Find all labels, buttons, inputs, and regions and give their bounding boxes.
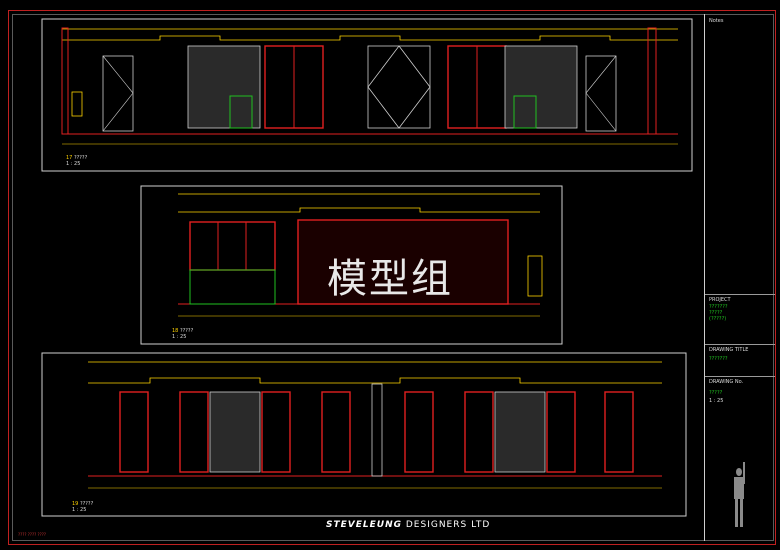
view-label-19: 19 ????? 1 : 25 <box>72 501 94 513</box>
inner-border <box>12 14 774 541</box>
view-label-18: 18 ????? 1 : 25 <box>172 328 194 340</box>
project-label: PROJECT <box>709 297 731 303</box>
drawing-scale: 1 : 25 <box>709 398 724 404</box>
elevation-18 <box>140 185 563 345</box>
project-line-1: ??????? <box>709 304 728 310</box>
sheet-border <box>8 10 776 545</box>
elevation-19 <box>41 352 687 517</box>
elevation-17 <box>41 18 693 172</box>
project-line-3: (?????) <box>709 316 727 322</box>
drawing-no-label: DRAWING No. <box>709 379 744 385</box>
drawing-title-label: DRAWING TITLE <box>709 347 749 353</box>
project-line-2: ????? <box>709 310 723 316</box>
title-block: Notes PROJECT ??????? ????? (?????) DRAW… <box>704 14 775 541</box>
footer-brand: STEVELEUNG DESIGNERS LTD <box>326 520 491 530</box>
drawing-title: ??????? <box>709 356 728 362</box>
watermark-text: 模型组 <box>327 256 453 302</box>
footnote: ???? ???? ???? <box>18 532 47 537</box>
modulor-figure-icon <box>734 462 745 527</box>
drawing-no: ????? <box>709 390 723 396</box>
notes-label: Notes <box>709 18 724 24</box>
view-label-17: 17 ????? 1 : 25 <box>66 155 88 167</box>
